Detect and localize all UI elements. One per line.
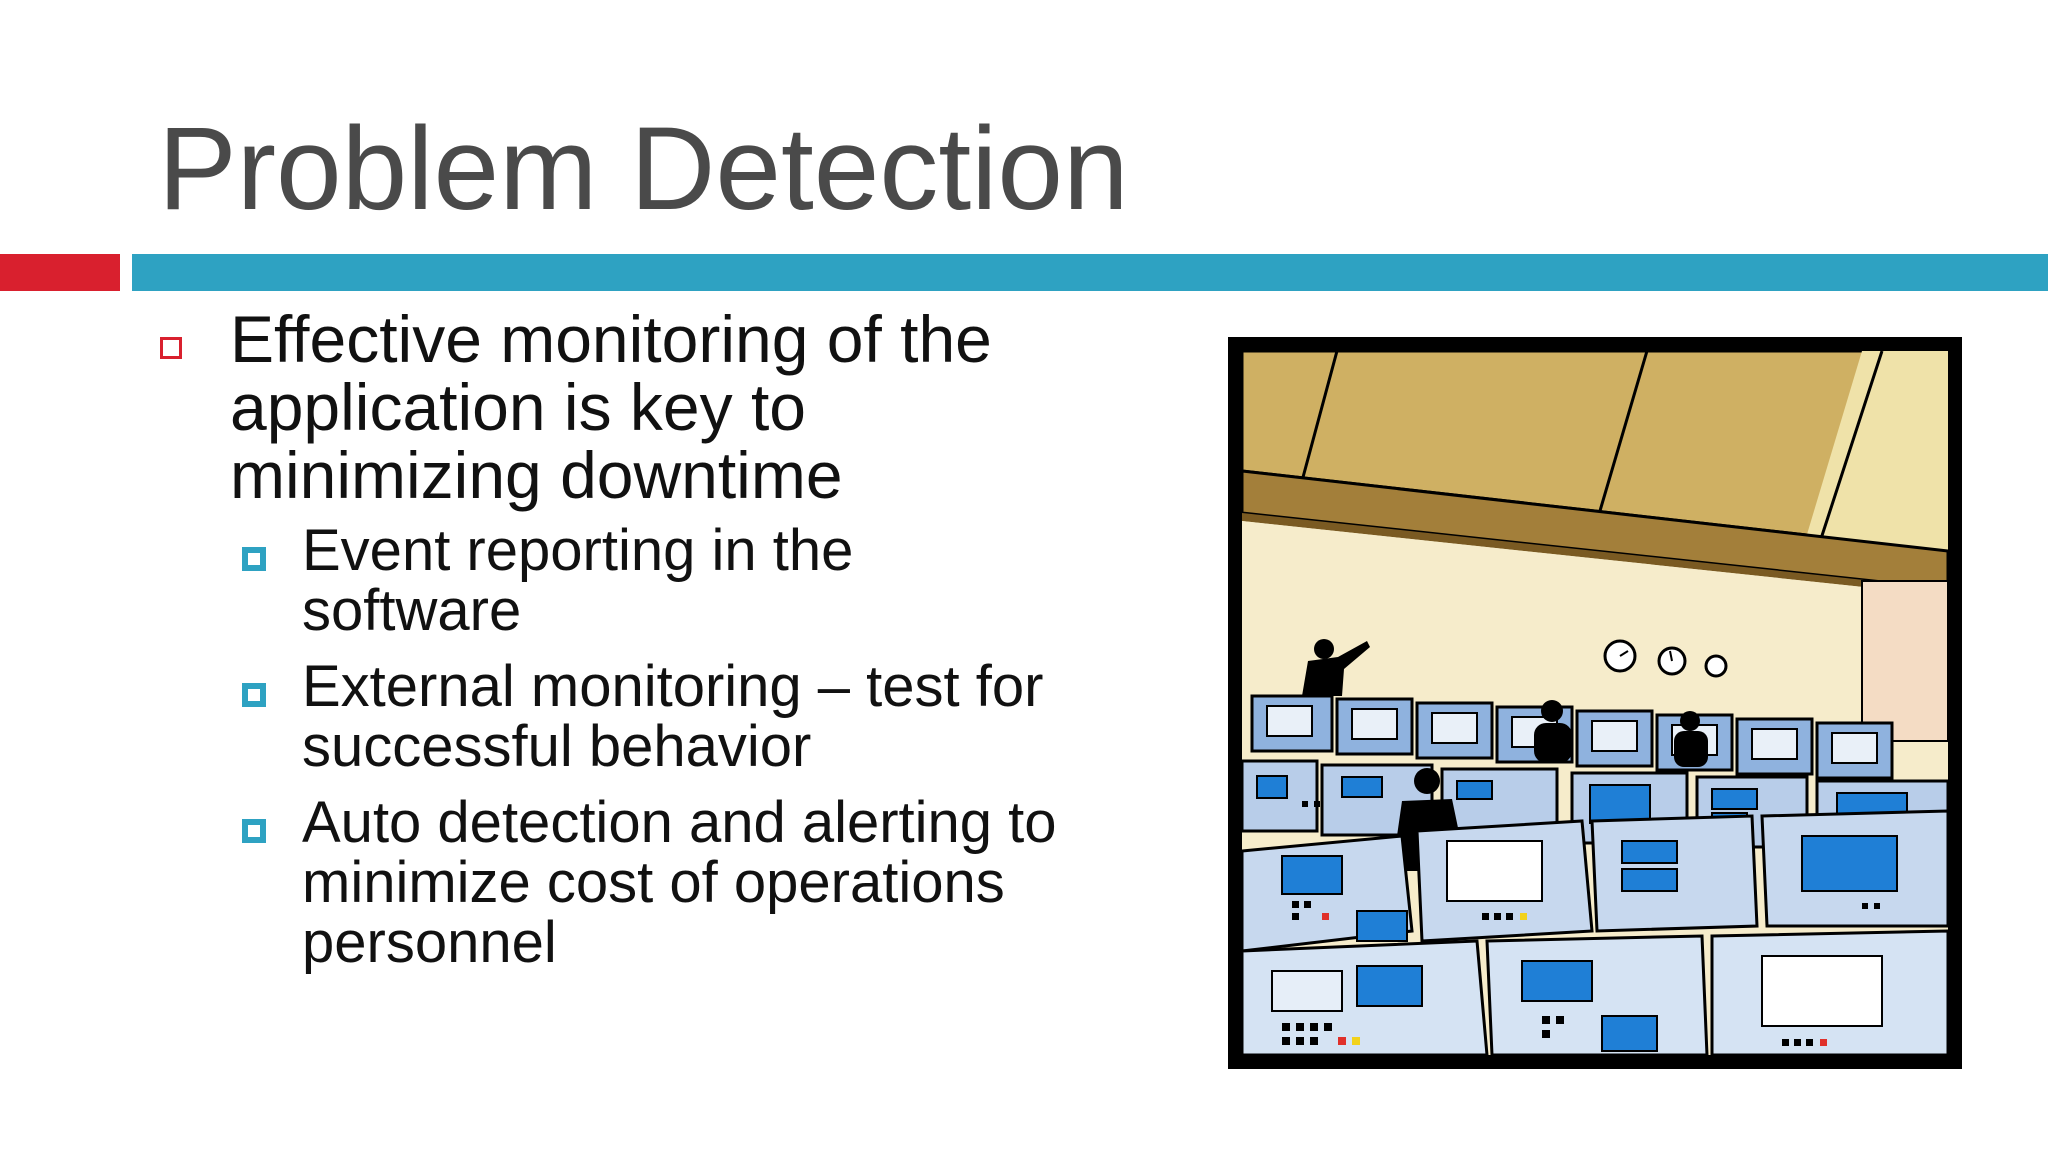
title-accent-bar-teal xyxy=(132,254,2048,291)
bullet-list: Effective monitoring of the application … xyxy=(160,305,1060,989)
slide-title: Problem Detection xyxy=(158,103,1129,235)
sub-bullet-text: Auto detection and alerting to minimize … xyxy=(302,790,1057,975)
sub-bullet-list: Event reporting in the software External… xyxy=(160,521,1060,973)
bullet-level1: Effective monitoring of the application … xyxy=(160,305,1060,509)
control-room-illustration xyxy=(1228,337,1962,1069)
sub-bullet: Auto detection and alerting to minimize … xyxy=(242,793,1060,973)
hollow-square-bullet-icon xyxy=(160,337,182,359)
square-bullet-icon xyxy=(242,547,266,571)
title-accent-bar-red xyxy=(0,254,120,291)
square-bullet-icon xyxy=(242,819,266,843)
square-bullet-icon xyxy=(242,683,266,707)
sub-bullet-text: External monitoring – test for successfu… xyxy=(302,654,1044,779)
control-room-image xyxy=(1242,351,1948,1055)
sub-bullet-text: Event reporting in the software xyxy=(302,518,854,643)
sub-bullet: Event reporting in the software xyxy=(242,521,1060,641)
bullet-level1-text: Effective monitoring of the application … xyxy=(230,302,992,512)
sub-bullet: External monitoring – test for successfu… xyxy=(242,657,1060,777)
